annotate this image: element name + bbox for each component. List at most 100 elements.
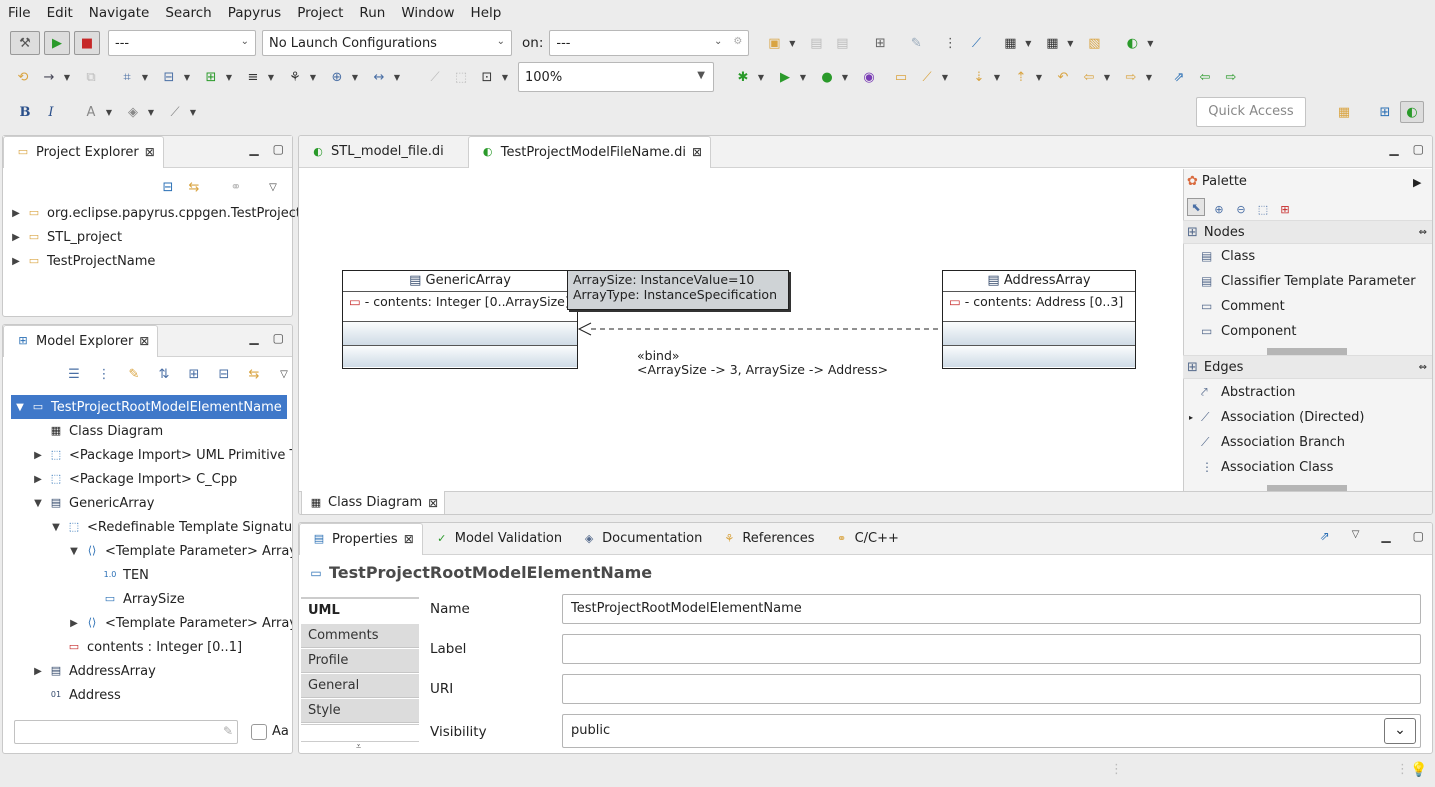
open-folder-icon[interactable]: ▭ (894, 69, 908, 85)
expand-icon[interactable]: ▶ (12, 207, 20, 219)
arrow-right-icon[interactable]: → (43, 69, 55, 85)
snap-icon[interactable]: ⟋ (430, 69, 440, 85)
tab-test-project-model[interactable]: ◐TestProjectModelFileName.di⊠ (467, 136, 711, 168)
pointer-icon[interactable]: ⬉ (1187, 198, 1205, 216)
list-icon[interactable]: ☰ (68, 366, 80, 382)
tree-item[interactable]: ▶⬚<Package Import> UML Primitive Typ (31, 443, 292, 467)
nested-compartment[interactable] (943, 345, 1135, 367)
minimize-icon[interactable]: ▁ (249, 142, 259, 156)
chevron-down-icon[interactable]: ▼ (1067, 38, 1074, 48)
tree-item[interactable]: ▦Class Diagram (31, 419, 163, 443)
papyrus-perspective-icon[interactable]: ◐ (1400, 101, 1424, 123)
attribute-compartment[interactable]: ▭ - contents: Address [0..3] (943, 291, 1135, 321)
new-folder-icon[interactable]: ▣ (768, 35, 781, 51)
chevron-down-icon[interactable]: ▼ (105, 107, 113, 117)
link-editor-icon[interactable]: ⇆ (188, 179, 200, 195)
tree-item[interactable]: ▭ArraySize (85, 587, 185, 611)
tree-item[interactable]: ▼⟨⟩<Template Parameter> ArraySiz (67, 539, 292, 563)
side-tab-uml[interactable]: UML (301, 599, 419, 623)
chevron-down-icon[interactable]: ▼ (789, 38, 796, 48)
operation-compartment[interactable] (943, 321, 1135, 345)
chevron-down-icon[interactable]: ▼ (841, 72, 849, 82)
customize-icon[interactable]: ✎ (128, 366, 140, 382)
chevron-down-icon[interactable]: ▼ (393, 72, 401, 82)
clipboard-icon[interactable]: ▦ (1004, 35, 1017, 51)
run-icon[interactable]: ▶ (780, 69, 790, 85)
stop-icon[interactable]: ■ (74, 31, 100, 55)
menu-window[interactable]: Window (401, 5, 455, 21)
expand-all-icon[interactable]: ⊞ (188, 366, 200, 382)
lightbulb-icon[interactable]: 💡 (1410, 762, 1428, 778)
palette-scrollbar[interactable] (1267, 485, 1347, 491)
scroll-down-icon[interactable]: ⩡ (356, 742, 362, 752)
close-icon[interactable]: ⊠ (139, 334, 150, 348)
palette-nodes-drawer[interactable]: ⊞Nodes⇔ (1183, 220, 1432, 244)
collapse-icon[interactable]: ▼ (70, 545, 78, 557)
chevron-down-icon[interactable]: ▼ (351, 72, 359, 82)
resize-icon[interactable]: ↔ (373, 69, 385, 85)
tab-cpp[interactable]: ⚭C/C++ (823, 523, 907, 555)
align-icon[interactable]: ⌗ (123, 69, 131, 85)
font-color-icon[interactable]: A (86, 104, 96, 120)
attribute-compartment[interactable]: ▭ - contents: Integer [0..ArraySize] (343, 291, 577, 321)
arrange-icon[interactable]: ⊞ (205, 69, 217, 85)
tab-properties[interactable]: ▤Properties⊠ (299, 523, 423, 555)
tree-item[interactable]: ▶⬚<Package Import> C_Cpp (31, 467, 237, 491)
operation-compartment[interactable] (343, 321, 577, 345)
palette-item-comment[interactable]: ▭Comment (1201, 298, 1285, 314)
run-external-icon[interactable]: ● (821, 69, 833, 85)
chevron-down-icon[interactable]: ▼ (189, 107, 197, 117)
side-tab-comments[interactable]: Comments (301, 624, 419, 648)
zoom-out-icon[interactable]: ⊖ (1236, 202, 1246, 216)
papyrus-icon[interactable]: ◐ (1126, 35, 1139, 51)
tab-model-explorer[interactable]: ⊞ Model Explorer ⊠ (3, 325, 159, 357)
label-field[interactable] (562, 634, 1421, 664)
arrow-right-green-icon[interactable]: ⇨ (1225, 69, 1237, 85)
minimize-icon[interactable]: ▁ (1389, 142, 1399, 156)
chevron-down-icon[interactable]: ▼ (1103, 72, 1111, 82)
bind-dependency-edge[interactable] (299, 169, 1183, 491)
menu-search[interactable]: Search (165, 5, 212, 21)
tree-item[interactable]: ▶▤AddressArray (31, 659, 156, 683)
diagram-canvas[interactable]: ▤ GenericArray ▭ - contents: Integer [0.… (299, 169, 1183, 491)
open-perspective-icon[interactable]: ▦ (1337, 104, 1351, 120)
save-all-icon[interactable]: ▤ (836, 35, 849, 51)
collapse-all-icon[interactable]: ⊟ (218, 366, 230, 382)
chevron-down-icon[interactable]: ▼ (141, 72, 149, 82)
sync-icon[interactable]: ⚭ (230, 179, 242, 195)
palette-item-association-branch[interactable]: ⟋Association Branch (1201, 434, 1346, 450)
palette-item-class[interactable]: ▤Class (1201, 248, 1256, 264)
palette-scrollbar[interactable] (1267, 348, 1347, 356)
binary-icon[interactable]: ⊞ (874, 35, 886, 51)
chevron-down-icon[interactable]: ▼ (1145, 72, 1153, 82)
menu-file[interactable]: File (8, 5, 31, 21)
palette-item-component[interactable]: ▭Component (1201, 323, 1297, 339)
next-annotation-icon[interactable]: ⇣ (973, 69, 985, 85)
arrow-left-green-icon[interactable]: ⇦ (1199, 69, 1211, 85)
tree-item[interactable]: ▼⬚<Redefinable Template Signature> (49, 515, 292, 539)
uml-class-address-array[interactable]: ▤ AddressArray ▭ - contents: Address [0.… (942, 270, 1136, 369)
view-menu-icon[interactable]: ▽ (269, 181, 277, 193)
maximize-icon[interactable]: ▢ (272, 142, 284, 156)
layout-icon[interactable]: ⬚ (454, 69, 468, 85)
collapse-icon[interactable]: ▼ (34, 497, 42, 509)
close-icon[interactable]: ⊠ (403, 532, 414, 546)
chevron-down-icon[interactable]: ▼ (1025, 38, 1032, 48)
pin-drawer-icon[interactable]: ⇔ (1418, 361, 1427, 373)
maximize-icon[interactable]: ▢ (1412, 529, 1424, 543)
minimize-icon[interactable]: ▁ (1381, 529, 1391, 543)
lines-icon[interactable]: ≡ (247, 69, 259, 85)
menu-run[interactable]: Run (359, 5, 386, 21)
menu-help[interactable]: Help (470, 5, 502, 21)
link-icon[interactable]: ⟲ (17, 69, 29, 85)
chevron-down-icon[interactable]: ▼ (309, 72, 317, 82)
select-icon[interactable]: ⊡ (481, 69, 493, 85)
cpp-perspective-icon[interactable]: ⊞ (1379, 104, 1391, 120)
forward-icon[interactable]: ⇨ (1125, 69, 1137, 85)
side-tab-general[interactable]: General (301, 674, 419, 698)
line-color-icon[interactable]: ⟋ (170, 104, 180, 120)
tab-documentation[interactable]: ◈Documentation (570, 523, 710, 555)
tree-icon[interactable]: ⋮ (97, 366, 111, 382)
